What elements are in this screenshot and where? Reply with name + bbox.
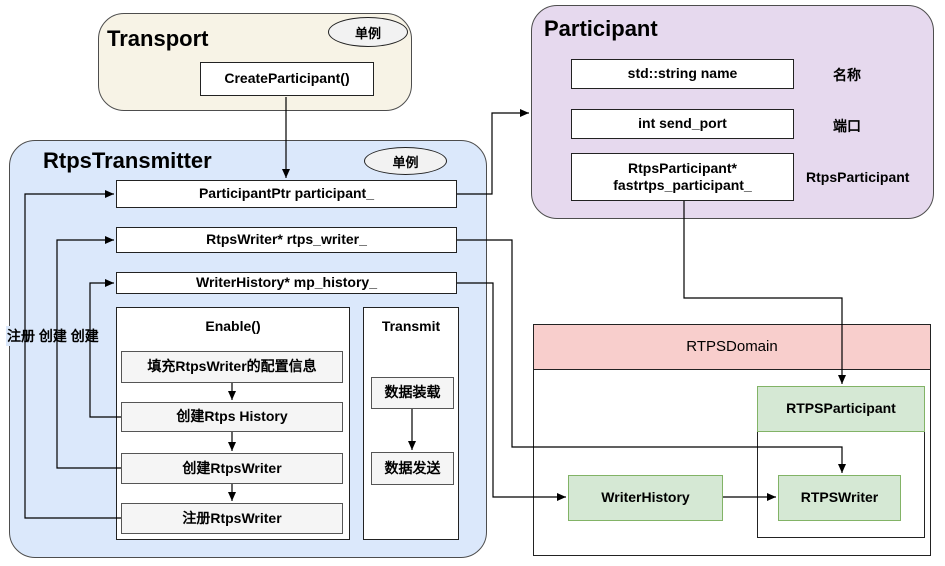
- enable-step-fill-config: 填充RtpsWriter的配置信息: [121, 351, 343, 383]
- rtps-participant-header: RTPSParticipant: [757, 386, 925, 432]
- transmit-block: [363, 307, 459, 540]
- participant-note-port: 端口: [833, 118, 861, 134]
- side-label-register-create: 注册 创建 创建: [6, 326, 100, 346]
- arrow-to-participant: [457, 109, 529, 195]
- transmit-step-send-data: 数据发送: [371, 452, 454, 485]
- arrow-to-rtps-writer: [457, 239, 846, 473]
- enable-step-create-history: 创建Rtps History: [121, 402, 343, 432]
- transmit-title: Transmit: [381, 318, 441, 334]
- rtps-writer-box: RTPSWriter: [778, 475, 901, 521]
- participant-note-rtps-participant: RtpsParticipant: [806, 169, 910, 185]
- transport-container: Transport 单例 CreateParticipant(): [98, 13, 412, 111]
- member-mp-history: WriterHistory* mp_history_: [116, 272, 457, 294]
- arrow-to-rtps-participant: [683, 201, 846, 384]
- transmit-step-load-data: 数据装载: [371, 377, 454, 409]
- rtps-domain-header: RTPSDomain: [533, 324, 931, 370]
- member-rtps-writer: RtpsWriter* rtps_writer_: [116, 227, 457, 253]
- arrow-create-writer-to-member: [56, 236, 121, 469]
- member-participant: ParticipantPtr participant_: [116, 180, 457, 208]
- writer-history-box: WriterHistory: [568, 475, 723, 521]
- transport-title: Transport: [107, 26, 209, 51]
- participant-title: Participant: [544, 16, 658, 41]
- participant-note-name: 名称: [833, 67, 861, 83]
- transport-singleton-badge: 单例: [328, 17, 408, 47]
- participant-field-send-port: int send_port: [571, 109, 794, 139]
- transmitter-singleton-badge: 单例: [364, 147, 447, 175]
- rtps-transmitter-title: RtpsTransmitter: [43, 148, 212, 173]
- participant-field-name: std::string name: [571, 59, 794, 89]
- enable-step-register-writer: 注册RtpsWriter: [121, 503, 343, 534]
- enable-step-create-writer: 创建RtpsWriter: [121, 453, 343, 484]
- participant-field-fastrtps: RtpsParticipant* fastrtps_participant_: [571, 153, 794, 201]
- arrow-to-writer-history: [457, 282, 566, 501]
- arrow-register-to-participant: [24, 190, 121, 519]
- arrow-create-history-to-member: [89, 279, 121, 418]
- participant-container: Participant std::string name 名称 int send…: [531, 5, 934, 219]
- enable-title: Enable(): [205, 318, 261, 334]
- create-participant-method: CreateParticipant(): [200, 62, 374, 96]
